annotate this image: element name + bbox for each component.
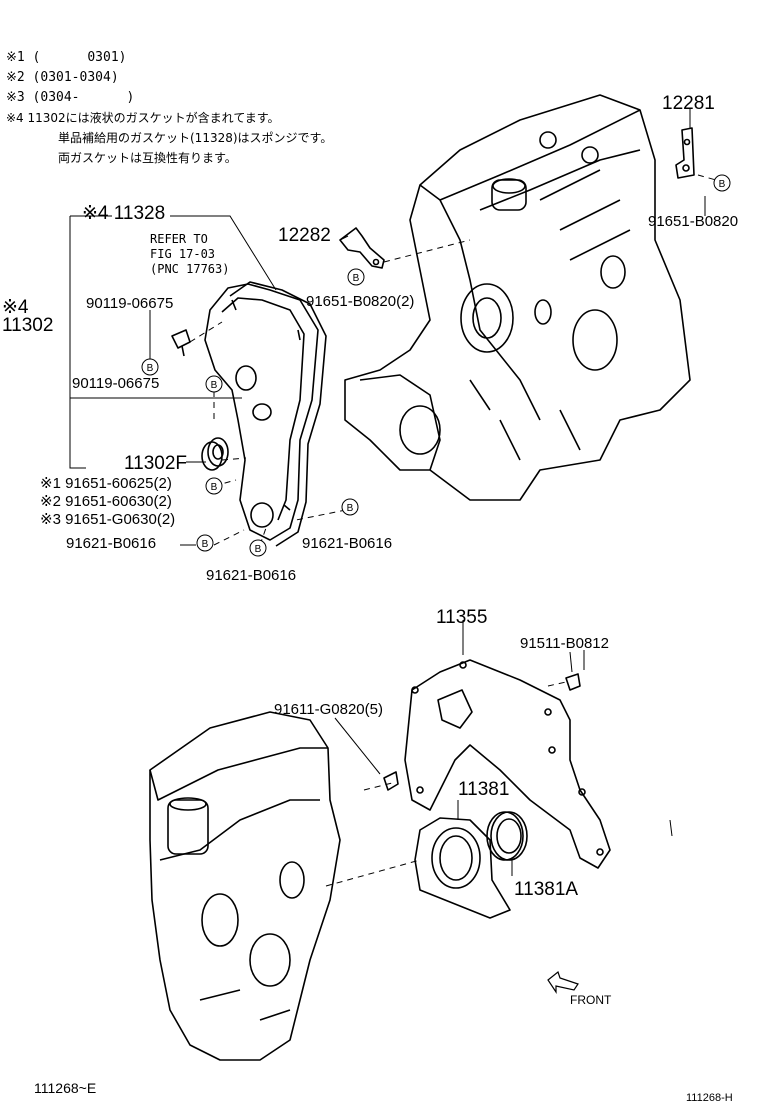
b-marker-1-label: B [719, 179, 726, 190]
part-12281-label: 12281 [662, 93, 715, 114]
engine-hanger-12281 [675, 127, 695, 179]
part-90119-06675-label-a: 90119-06675 [86, 295, 174, 312]
upper-engine-block [344, 94, 691, 501]
part-11328-label: ※4 11328 [82, 203, 166, 224]
b-marker-3-label: B [147, 363, 154, 374]
oil-seal-11302F [201, 437, 229, 471]
part-11302F-label: 11302F [124, 453, 188, 474]
b-marker-8-label: B [255, 544, 262, 555]
retainer-11381 [414, 817, 511, 919]
note-4-line-2: 単品補給用のガスケット(11328)はスポンジです。 [58, 131, 333, 145]
lower-engine-block [149, 711, 341, 1061]
plate-11355 [404, 659, 611, 869]
b-marker-7 [196, 534, 214, 552]
rear-seal-11381A [486, 811, 528, 861]
refer-line-1: REFER TO [150, 232, 208, 246]
engine-hanger-12282 [339, 227, 385, 269]
note-4-line-3: 両ガスケットは互換性有ります。 [58, 151, 237, 165]
footer-left-code: 111268~E [34, 1080, 97, 1096]
front-label: FRONT [570, 993, 612, 1007]
b-marker-5-label: B [211, 482, 218, 493]
b-marker-2 [347, 268, 365, 286]
part-11355-label: 11355 [436, 607, 488, 628]
part-91651-60630-label: ※2 91651-60630(2) [40, 493, 172, 510]
notes-block: ※1 ( 0301) ※2 (0301-0304) ※3 (0304- ) ※4… [6, 48, 332, 168]
part-91651-60625-label: ※1 91651-60625(2) [40, 475, 172, 492]
timing-cover-11302 [204, 283, 319, 541]
note-4-line-1: ※4 11302には液状のガスケットが含まれてます。 [6, 111, 280, 125]
b-marker-3 [141, 358, 159, 376]
part-12282-label: 12282 [278, 225, 331, 246]
note-2: ※2 (0301-0304) [6, 70, 119, 85]
b-marker-2-label: B [353, 273, 360, 284]
note-3: ※3 (0304- ) [6, 90, 135, 105]
part-91651-B0820-2-label: 91651-B0820(2) [306, 293, 415, 310]
note-4-mark: ※4 [2, 297, 29, 318]
part-11302-label: 11302 [2, 315, 54, 336]
part-91621-B0616-label-a: 91621-B0616 [66, 535, 157, 552]
b-marker-6-label: B [347, 503, 354, 514]
part-11381-label: 11381 [458, 779, 510, 800]
b-marker-1 [713, 174, 731, 192]
refer-line-3: (PNC 17763) [150, 262, 230, 276]
b-marker-5 [205, 477, 223, 495]
b-marker-7-label: B [202, 539, 209, 550]
part-91511-B0812-label: 91511-B0812 [520, 635, 609, 652]
part-91611-G0820-label: 91611-G0820(5) [274, 701, 383, 718]
gasket-11328 [229, 281, 327, 547]
b-marker-6 [341, 498, 359, 516]
bolt-91611 [383, 771, 399, 791]
b-marker-4 [205, 375, 223, 393]
front-arrow-icon [547, 970, 579, 994]
part-91621-B0616-label-b: 91621-B0616 [302, 535, 393, 552]
footer-right-code: 111268-H [686, 1092, 733, 1104]
b-marker-8 [249, 539, 267, 557]
note-1: ※1 ( 0301) [6, 50, 127, 65]
refer-line-2: FIG 17-03 [150, 247, 216, 261]
part-91651-G0630-label: ※3 91651-G0630(2) [40, 511, 176, 528]
part-91651-B0820-label: 91651-B0820 [648, 213, 739, 230]
part-91621-B0616-label-c: 91621-B0616 [206, 567, 297, 584]
b-marker-4-label: B [211, 380, 218, 391]
part-11381A-label: 11381A [514, 879, 579, 900]
bolt-91511 [565, 673, 581, 691]
bolt-90119 [171, 329, 191, 357]
part-90119-06675-label-b: 90119-06675 [72, 375, 160, 392]
